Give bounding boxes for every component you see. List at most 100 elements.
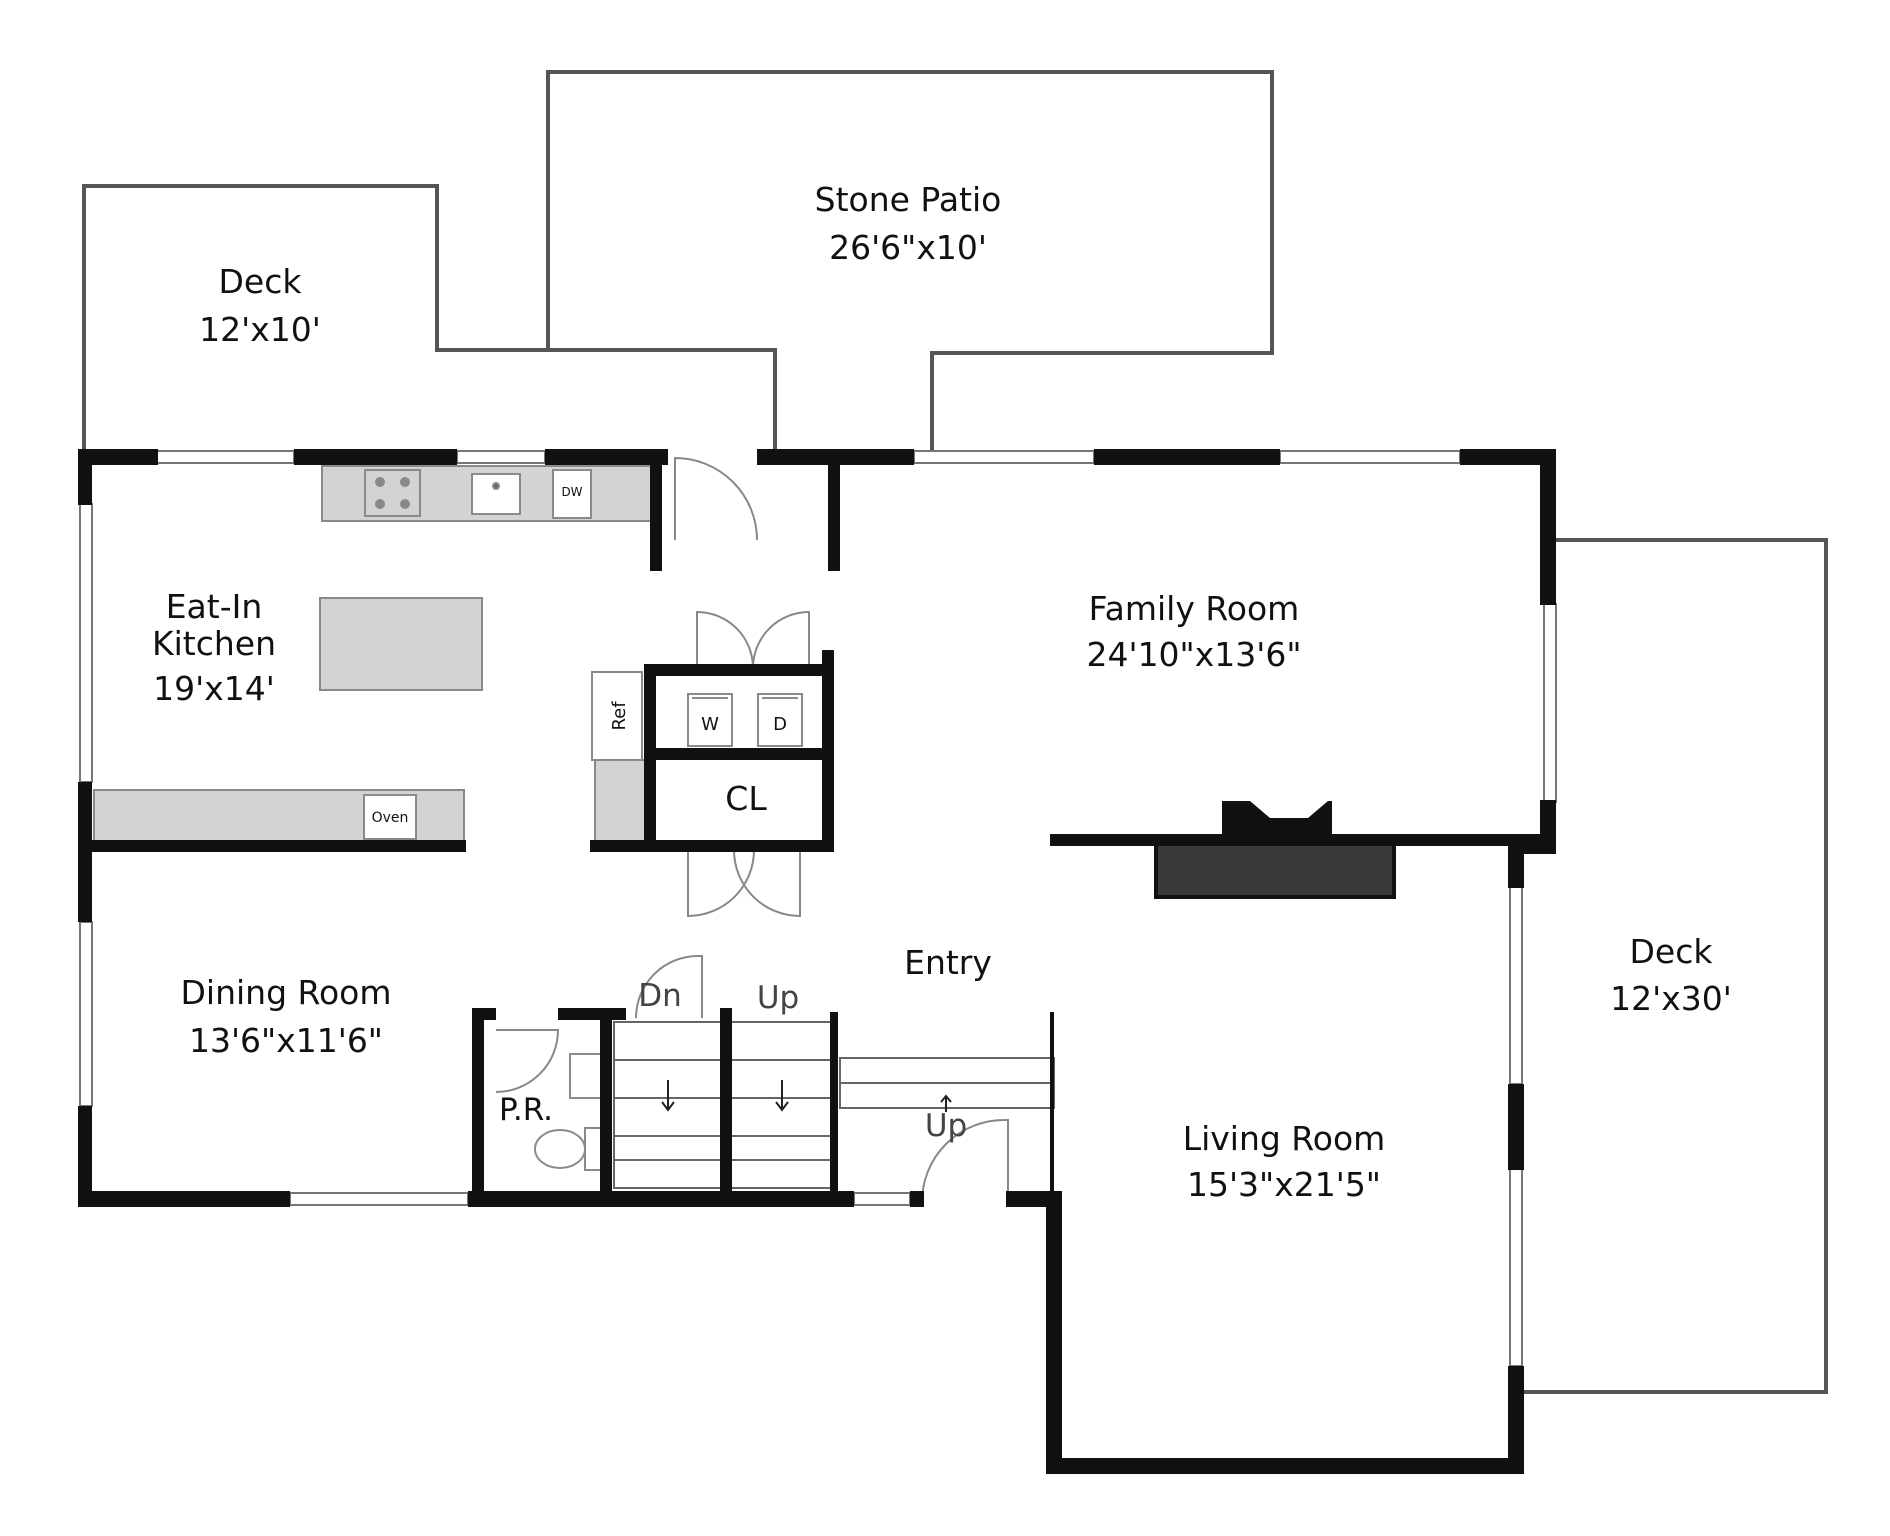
- window: [79, 921, 93, 1107]
- fireplace: [1154, 801, 1396, 899]
- deck-door-swing[interactable]: [674, 456, 758, 541]
- fireplace-hearth: [1154, 840, 1396, 899]
- window: [1543, 603, 1557, 803]
- wall: [828, 460, 840, 571]
- wall: [1508, 1366, 1524, 1474]
- wall: [78, 1191, 290, 1207]
- room-labels: Deck 12'x10' Stone Patio 26'6"x10' Eat-I…: [152, 180, 1732, 1204]
- dishwasher: [552, 469, 592, 519]
- window: [1279, 450, 1461, 464]
- wall: [1540, 449, 1556, 605]
- stair-labels: Dn Up Up: [638, 978, 967, 1144]
- wall: [294, 449, 457, 465]
- faucet-icon: [492, 482, 500, 490]
- wall: [468, 1191, 854, 1207]
- window: [456, 450, 546, 464]
- wall: [590, 840, 834, 852]
- burner-icon: [375, 477, 385, 487]
- washer: [687, 693, 733, 747]
- wall: [644, 748, 834, 760]
- deck-nw-outline: [82, 184, 548, 455]
- wall: [910, 1191, 924, 1207]
- kitchen-size: 19'x14': [153, 669, 275, 708]
- fireplace-firebox: [1222, 801, 1332, 836]
- dryer: [757, 693, 803, 747]
- closet-door-swing[interactable]: [687, 849, 801, 918]
- dining-room-name: Dining Room: [181, 973, 392, 1012]
- stone-patio-name: Stone Patio: [815, 180, 1002, 219]
- wall: [720, 1008, 732, 1198]
- fixtures-layer: [93, 465, 803, 1171]
- powder-room-door-swing[interactable]: [495, 1029, 560, 1093]
- dining-room-size: 13'6"x11'6": [189, 1021, 383, 1060]
- dryer-label: D: [773, 714, 787, 735]
- wall: [78, 782, 92, 922]
- window: [1509, 1167, 1523, 1367]
- family-room-name: Family Room: [1089, 589, 1300, 628]
- stair-down-label: Dn: [638, 978, 682, 1014]
- walls: [78, 449, 1556, 1474]
- wall: [92, 840, 466, 852]
- arrow-up-icon: [940, 1094, 952, 1112]
- wall: [78, 1106, 92, 1206]
- wall: [1460, 449, 1554, 465]
- stovetop: [364, 469, 421, 517]
- wall: [472, 1008, 496, 1020]
- wall: [472, 1008, 484, 1198]
- deck-nw-size: 12'x10': [199, 310, 321, 349]
- wall: [644, 664, 834, 676]
- oven: [363, 794, 417, 840]
- fireplace-label: FP: [1270, 803, 1284, 817]
- doors: [495, 456, 1009, 1203]
- arrow-down-icon: [661, 1080, 675, 1112]
- wall: [545, 449, 668, 465]
- toilet-bowl: [534, 1129, 586, 1169]
- deck-nw-name: Deck: [219, 262, 303, 301]
- wall: [650, 449, 662, 571]
- fixture-labels: Ref W D DW Oven FP: [372, 485, 1284, 826]
- wall: [78, 449, 158, 465]
- entry-stair-up-label: Up: [925, 1108, 967, 1144]
- window: [289, 1192, 469, 1206]
- powder-room-name: P.R.: [499, 1092, 553, 1128]
- outdoor-outlines: [82, 70, 1828, 1394]
- window: [853, 1192, 911, 1206]
- wall: [830, 1012, 838, 1198]
- stair-up-label: Up: [757, 980, 799, 1016]
- wall: [78, 449, 92, 505]
- kitchen-name-line1: Eat-In: [166, 587, 263, 626]
- wall: [1050, 834, 1556, 846]
- living-room-name: Living Room: [1183, 1119, 1386, 1158]
- refrigerator-label: Ref: [609, 701, 630, 731]
- arrow-down-icon: [775, 1080, 789, 1112]
- deck-east-name: Deck: [1630, 932, 1714, 971]
- living-room-size: 15'3"x21'5": [1187, 1165, 1381, 1204]
- burner-icon: [400, 477, 410, 487]
- kitchen-name-line2: Kitchen: [152, 624, 276, 663]
- window: [79, 503, 93, 783]
- deck-east-size: 12'x30': [1610, 979, 1732, 1018]
- wall: [1046, 1191, 1062, 1474]
- powder-room-sink: [569, 1053, 605, 1099]
- wall: [1508, 1084, 1524, 1170]
- washer-label: W: [701, 714, 719, 735]
- wall: [1046, 1458, 1524, 1474]
- window: [1509, 885, 1523, 1085]
- wall: [757, 449, 914, 465]
- wall: [600, 1008, 612, 1198]
- window: [913, 450, 1095, 464]
- stone-patio-size: 26'6"x10': [829, 228, 987, 267]
- wall: [1094, 449, 1280, 465]
- laundry-door-swing[interactable]: [696, 610, 810, 669]
- kitchen-sink: [471, 473, 521, 515]
- deck-east-outline: [1518, 538, 1828, 1394]
- deck-nw-east-edge: [548, 348, 777, 455]
- dishwasher-label: DW: [561, 485, 582, 499]
- refrigerator: [591, 671, 643, 761]
- window: [155, 450, 295, 464]
- closet-name: CL: [725, 779, 767, 818]
- front-door-swing[interactable]: [921, 1119, 1009, 1203]
- wall: [1050, 1012, 1054, 1198]
- stair-door-swing[interactable]: [635, 955, 703, 1019]
